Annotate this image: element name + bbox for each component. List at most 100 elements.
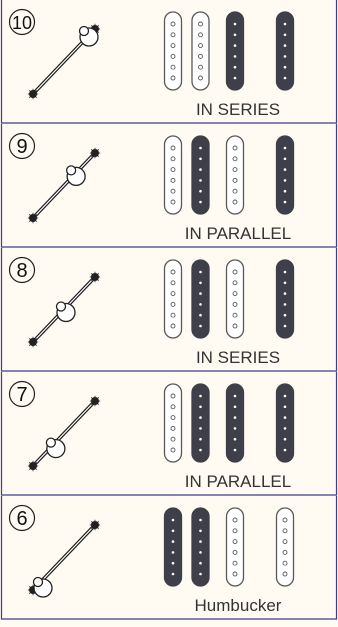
- pole-piece: [232, 167, 238, 173]
- coil-body: [225, 259, 245, 339]
- pole-piece: [232, 269, 238, 275]
- pole-piece: [199, 572, 202, 576]
- lever-end-ray: [32, 90, 37, 95]
- pole-piece: [198, 53, 203, 59]
- pole-piece: [283, 270, 287, 274]
- lever-end-ray: [32, 214, 37, 219]
- pole-piece: [199, 146, 202, 150]
- pole-piece: [170, 167, 176, 173]
- pole-piece: [232, 177, 238, 183]
- pole-piece: [283, 33, 287, 37]
- lever-end-ray: [94, 397, 99, 402]
- lever-switch: [27, 271, 101, 348]
- pole-piece: [233, 44, 237, 47]
- coil-body: [275, 11, 295, 91]
- pole-piece: [282, 539, 288, 545]
- pole-piece: [232, 517, 238, 523]
- pole-piece: [199, 324, 202, 328]
- lever-switch: [27, 519, 101, 598]
- coil-body: [191, 507, 210, 587]
- lever-knob: [55, 301, 76, 323]
- middle-single-coil: [225, 507, 245, 587]
- lever-end-ray: [91, 276, 96, 281]
- middle-single-coil: [225, 135, 245, 215]
- pole-piece: [283, 437, 287, 441]
- coil-body: [275, 383, 295, 463]
- pole-piece: [282, 571, 288, 577]
- pole-piece: [283, 405, 287, 409]
- pole-piece: [170, 53, 176, 59]
- pole-piece: [232, 280, 238, 286]
- pole-piece: [170, 156, 176, 162]
- wiring-caption: IN PARALLEL: [185, 472, 291, 491]
- pole-piece: [233, 55, 237, 58]
- pole-piece: [170, 415, 176, 421]
- pole-piece: [232, 323, 238, 329]
- pole-piece: [233, 427, 237, 430]
- coil-body: [225, 507, 245, 587]
- panel-border: [0, 496, 338, 620]
- pole-piece: [199, 427, 202, 430]
- lever-end-ray: [29, 341, 34, 346]
- lever-end-ray: [32, 465, 37, 470]
- coil-body: [191, 259, 210, 339]
- pole-piece: [170, 291, 176, 297]
- pole-piece: [233, 33, 237, 37]
- wiring-caption: Humbucker: [195, 596, 282, 615]
- coil-body: [225, 383, 245, 463]
- lever-switch: [27, 147, 101, 224]
- panel-border: [0, 372, 338, 496]
- pole-piece: [198, 32, 203, 38]
- lever-end-ray: [32, 341, 37, 346]
- pole-piece: [283, 189, 287, 193]
- lever-knob: [32, 576, 53, 598]
- pole-piece: [199, 561, 202, 565]
- humbucker-coil-right: [191, 383, 210, 463]
- lever-end-ray: [94, 149, 99, 154]
- lever-end-ray: [29, 465, 34, 470]
- pole-piece: [232, 312, 238, 318]
- pole-piece: [233, 76, 237, 80]
- lever-end-ray: [29, 90, 34, 95]
- pole-piece: [171, 540, 175, 543]
- knob-cap: [78, 25, 90, 37]
- pole-piece: [199, 518, 202, 522]
- pole-piece: [233, 65, 237, 69]
- pole-piece: [283, 313, 287, 317]
- pole-piece: [283, 427, 287, 430]
- lever-end-ray: [32, 338, 37, 343]
- lever-switch: [27, 23, 101, 100]
- lever-knob: [78, 25, 99, 47]
- lever-end-ray: [91, 25, 96, 30]
- lever-end-ray: [29, 462, 34, 467]
- pole-piece: [283, 303, 287, 306]
- coil-body: [225, 11, 245, 91]
- coil-body: [191, 383, 210, 463]
- humbucker-coil-left: [163, 259, 183, 339]
- middle-single-coil: [225, 383, 245, 463]
- pole-piece: [199, 394, 202, 398]
- humbucker-coil-left: [163, 383, 183, 463]
- pole-piece: [170, 404, 176, 410]
- lever-end-ray: [94, 273, 99, 278]
- humbucker-coil-left: [163, 135, 183, 215]
- lever-track-highlight: [32, 400, 96, 467]
- pole-piece: [170, 199, 176, 205]
- lever-end-ray: [29, 338, 34, 343]
- pole-piece: [233, 405, 237, 409]
- pole-piece: [233, 416, 237, 419]
- pole-piece: [199, 270, 202, 274]
- pole-piece: [170, 177, 176, 183]
- position-number-circle: [8, 8, 36, 36]
- lever-end-ray: [94, 276, 99, 281]
- humbucker-coil-right: [191, 259, 210, 339]
- pole-piece: [170, 280, 176, 286]
- pole-piece: [198, 75, 203, 81]
- lever-end-ray: [94, 25, 99, 30]
- pole-piece: [170, 75, 176, 81]
- pole-piece: [170, 32, 176, 38]
- pole-piece: [170, 323, 176, 329]
- pole-piece: [283, 292, 287, 295]
